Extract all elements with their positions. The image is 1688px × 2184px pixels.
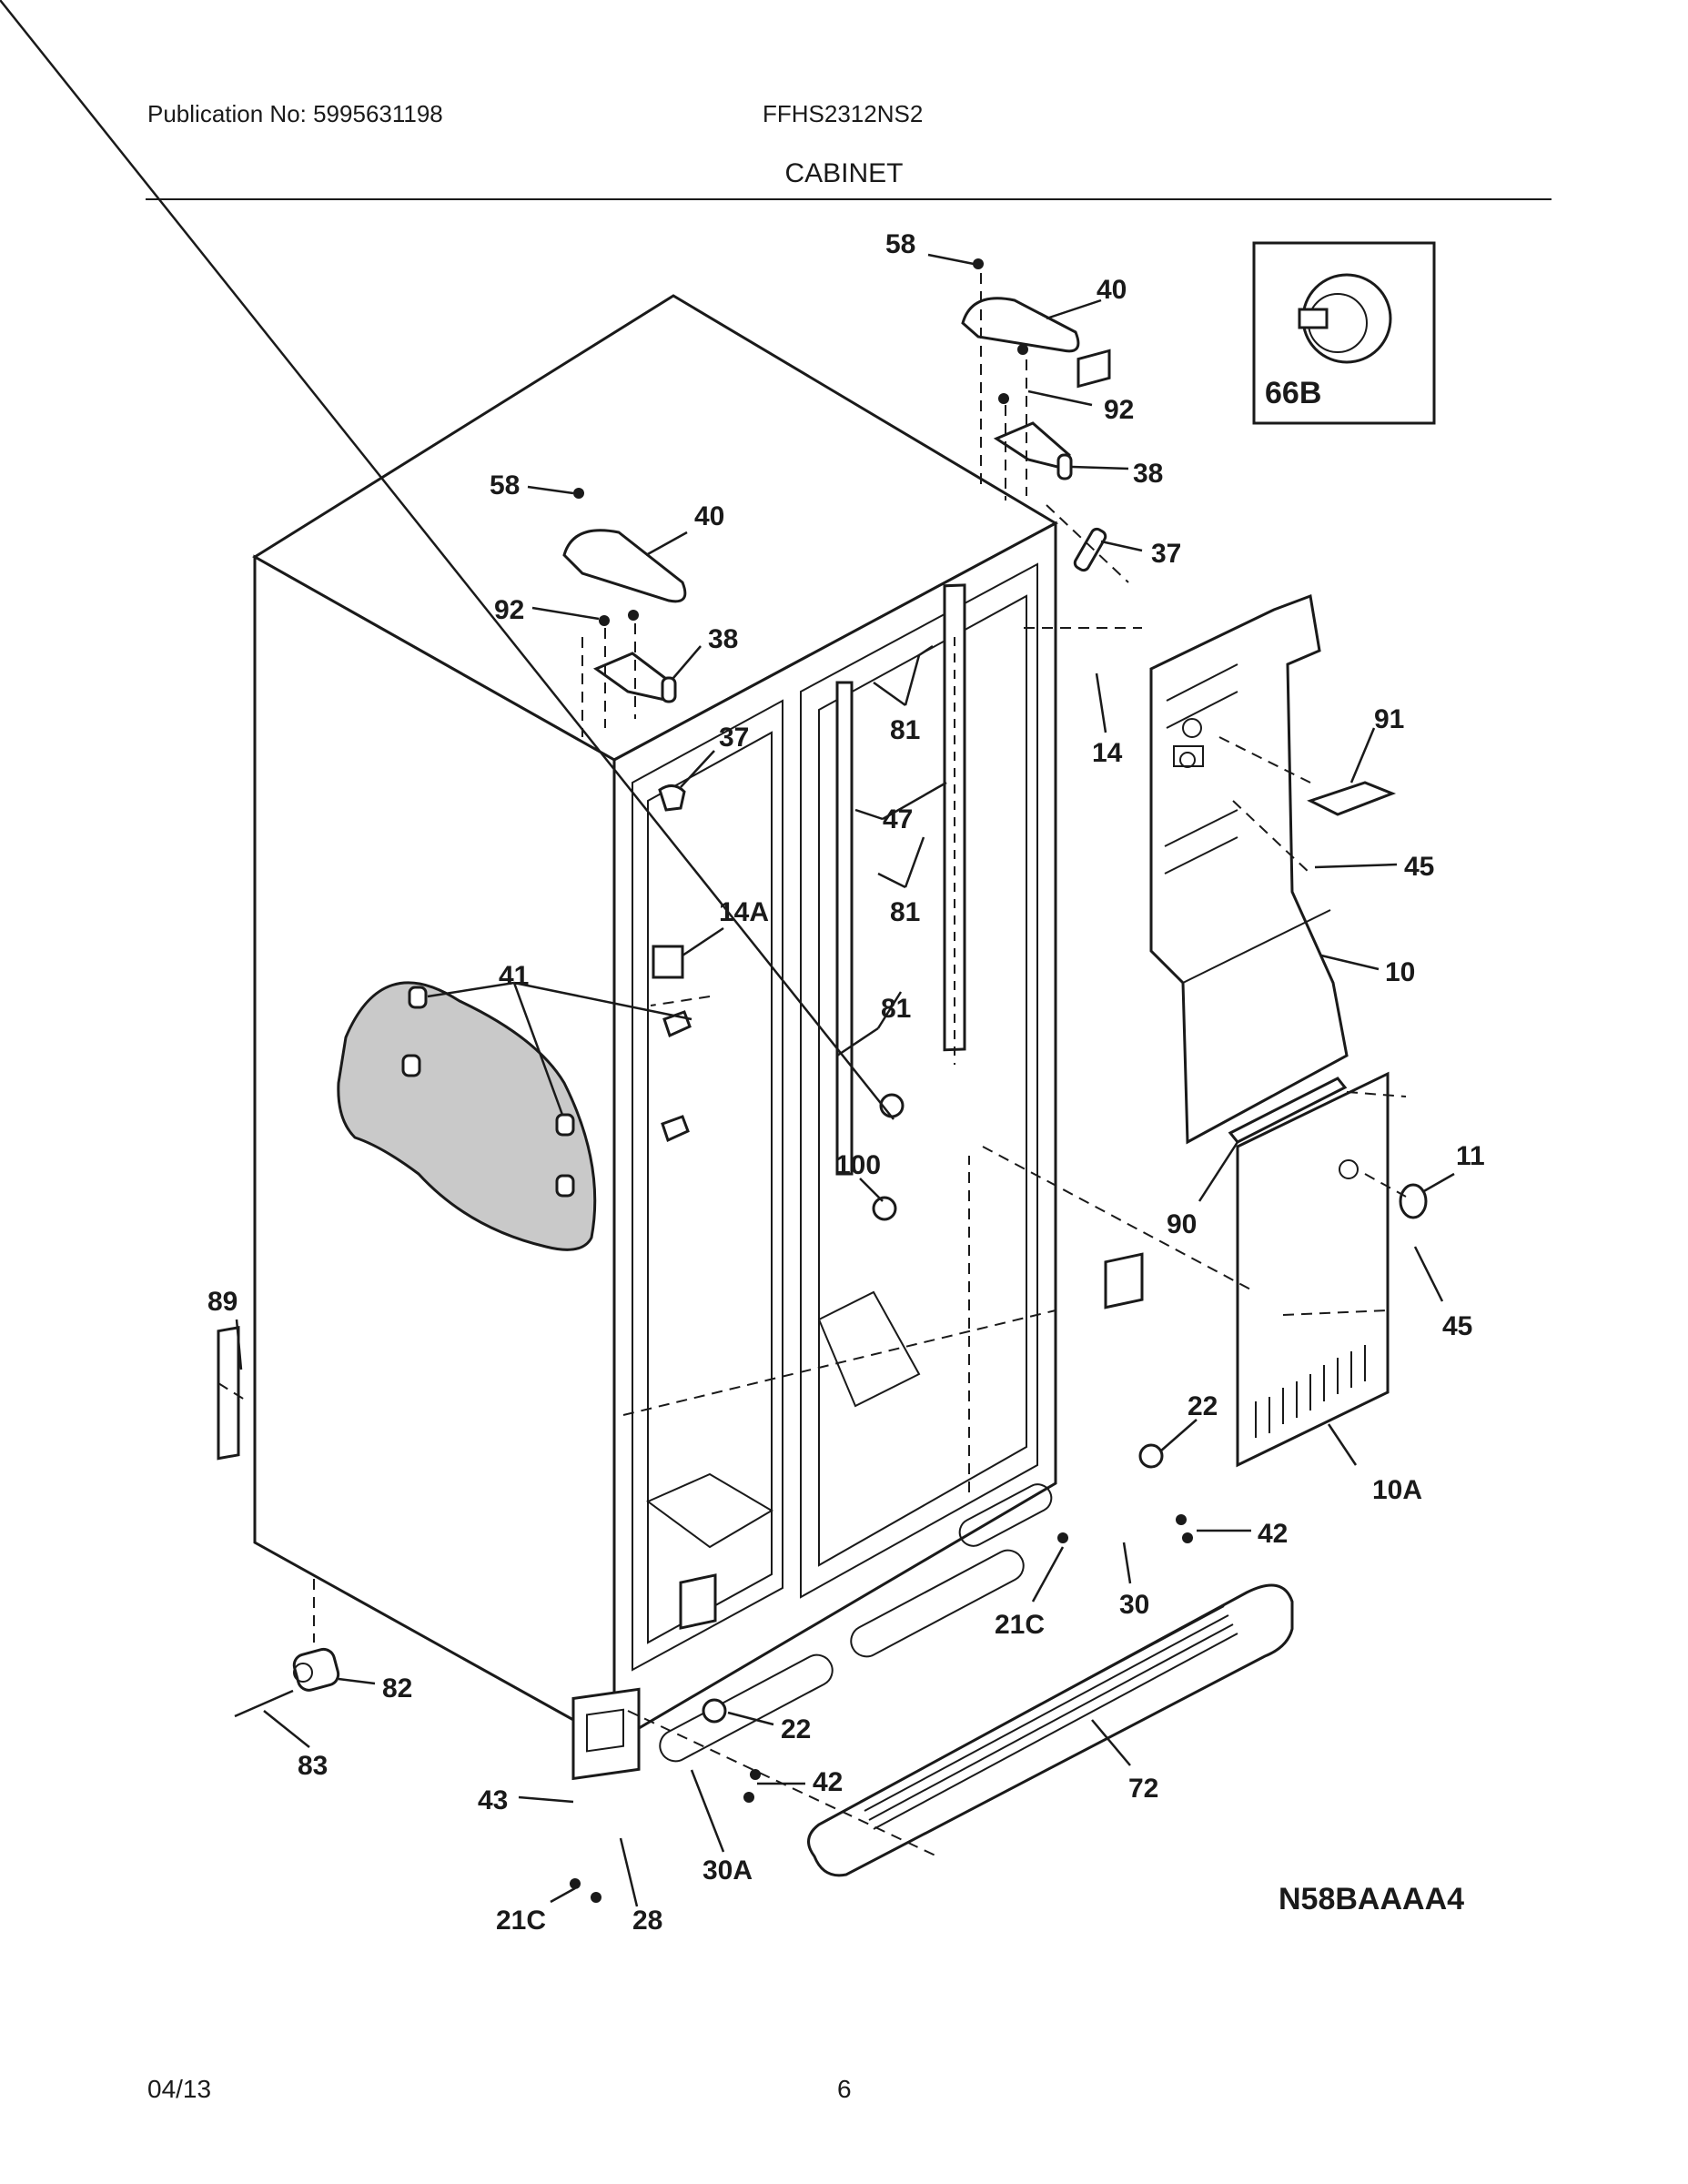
callout-58-top-right: 58 [885, 229, 915, 259]
grommet-11 [1399, 1183, 1428, 1219]
model-number: FFHS2312NS2 [763, 100, 924, 127]
callout-91: 91 [1374, 704, 1404, 734]
callout-43: 43 [478, 1785, 508, 1815]
callout-37-right: 37 [1151, 539, 1181, 569]
callout-92-left: 92 [494, 595, 524, 625]
callout-38-left: 38 [708, 624, 738, 654]
callout-72: 72 [1128, 1774, 1158, 1804]
callout-30a: 30A [702, 1855, 753, 1886]
callout-82: 82 [382, 1673, 412, 1704]
callout-40-left: 40 [694, 501, 724, 531]
screws-bottom [570, 1514, 1193, 1903]
callout-83: 83 [298, 1751, 328, 1781]
callout-40-right: 40 [1097, 275, 1127, 305]
callout-30: 30 [1119, 1590, 1149, 1620]
page-number: 6 [837, 2075, 852, 2103]
hinge-bracket-30a [679, 1573, 717, 1630]
callout-81-lower: 81 [881, 994, 911, 1024]
liner-rails [835, 583, 966, 1176]
callout-21c-left: 21C [496, 1906, 546, 1936]
hinge-bracket-30 [1104, 1252, 1144, 1309]
switches [652, 349, 1111, 979]
callout-92-right: 92 [1104, 395, 1134, 425]
door-stop-parts [658, 527, 1107, 812]
callout-89: 89 [207, 1287, 238, 1317]
bracket-91 [1307, 781, 1397, 816]
callout-10: 10 [1385, 957, 1415, 987]
footer-date: 04/13 [147, 2075, 212, 2103]
callout-41: 41 [499, 961, 529, 991]
callout-100: 100 [835, 1150, 881, 1180]
header-divider [146, 198, 1552, 200]
callout-45-upper: 45 [1404, 852, 1434, 882]
callout-81-upper: 81 [890, 715, 920, 745]
section-title: CABINET [784, 158, 904, 188]
callout-42-right: 42 [1258, 1519, 1288, 1549]
callout-90: 90 [1167, 1209, 1197, 1239]
callout-11: 11 [1456, 1141, 1485, 1171]
callout-22-left: 22 [781, 1714, 811, 1744]
callout-37-left: 37 [719, 723, 749, 753]
hinge-bracket-43-28 [571, 1687, 641, 1781]
hinge-left [592, 652, 677, 703]
screws-top [573, 258, 1028, 737]
callout-38-right: 38 [1133, 459, 1163, 489]
callout-66b: 66B [1265, 376, 1321, 410]
publication-number: Publication No: 5995631198 [147, 100, 443, 127]
leader-lines [0, 0, 1455, 1907]
bracket-89 [217, 1326, 240, 1461]
strip-90 [1228, 1077, 1348, 1144]
callout-45-lower: 45 [1442, 1311, 1472, 1341]
callout-14a: 14A [719, 897, 769, 927]
callout-14: 14 [1092, 738, 1123, 768]
roller-82 [292, 1647, 340, 1692]
callout-22-right: 22 [1188, 1391, 1218, 1421]
kickplate-grille [807, 1583, 1294, 1877]
hinge-right [993, 421, 1073, 480]
callout-10a: 10A [1372, 1475, 1422, 1505]
callout-21c-right: 21C [995, 1610, 1045, 1640]
rear-panel [1149, 593, 1349, 1145]
cams-22 [702, 1443, 1164, 1724]
lower-access-panel [1236, 1071, 1390, 1468]
hinge-cover-left [562, 529, 687, 603]
callout-47: 47 [883, 804, 913, 834]
callout-labels: 58 40 92 38 37 66B 58 40 92 38 37 14 91 … [207, 229, 1485, 1936]
shelf-support-panel [337, 981, 692, 1251]
inset-66b-box [1252, 241, 1436, 425]
callout-42-left: 42 [813, 1767, 843, 1797]
callout-28: 28 [632, 1906, 662, 1936]
hinge-cover-right [961, 297, 1080, 353]
callout-58-left: 58 [490, 470, 520, 500]
callout-81-middle: 81 [890, 897, 920, 927]
diagram-code: N58BAAAA4 [1279, 1882, 1464, 1916]
screw-83 [234, 1689, 294, 1718]
